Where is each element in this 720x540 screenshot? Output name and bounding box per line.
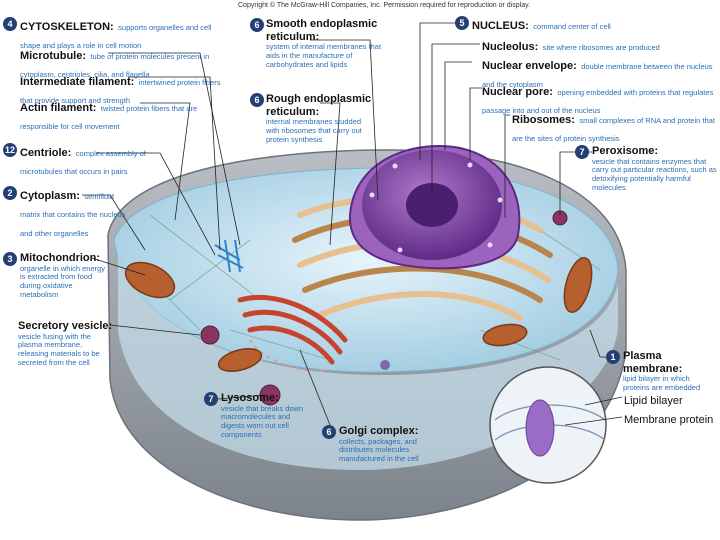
lysosome-organelle [259,384,281,406]
label-centriole-title: Centriole: [20,147,72,159]
label-mitochondrion: Mitochondrion: organelle in which energy… [20,252,110,299]
membrane-protein-graphic [525,399,555,457]
badge-smooth-er: 6 [250,18,264,32]
badge-golgi: 6 [322,425,336,439]
label-membrane-protein-title: Membrane protein [624,414,714,426]
label-microtubule-desc: tube of protein molecules present in cyt… [20,52,210,80]
badge-lysosome: 7 [204,392,218,406]
mitochondria [124,257,593,372]
label-microtubule-title: Microtubule: [20,50,86,62]
badge-mitochondrion: 3 [3,252,17,266]
label-lysosome-desc: vesicle that breaks down macromolecules … [221,403,304,439]
label-lipid-bilayer-title: Lipid bilayer [624,395,683,407]
label-microtubule: Microtubule: tube of protein molecules p… [20,46,220,83]
badge-centriole: 12 [3,143,17,157]
secretory-vesicle [200,325,220,345]
copyright-notice: Copyright © The McGraw-Hill Companies, I… [238,2,531,9]
label-cytoplasm-desc: semifluid matrix that contains the nucle… [20,192,126,238]
label-plasma-membrane-title: Plasma membrane: [623,350,683,375]
label-golgi-title: Golgi complex: [339,425,419,437]
label-rough-er-title: Rough endoplasmic reticulum: [266,93,372,118]
label-smooth-er-desc: system of internal membranes that aids i… [266,42,382,69]
label-nucleolus-desc: site where ribosomes are produced [542,43,660,52]
label-actin-filament-desc: twisted protein fibers that are responsi… [20,104,198,132]
badge-rough-er: 6 [250,93,264,107]
label-nucleolus-title: Nucleolus: [482,41,539,53]
label-membrane-protein: Membrane protein [624,410,716,428]
label-secretory-vesicle-title: Secretory vesicle: [18,320,113,332]
label-lysosome-title: Lysosome: [221,392,279,404]
label-intermediate-filament-title: Intermediate filament: [20,76,135,88]
label-nucleolus: Nucleolus: site where ribosomes are prod… [482,37,717,55]
label-rough-er-desc: internal membranes studded with ribosome… [266,117,362,144]
label-mitochondrion-title: Mitochondrion: [20,252,101,264]
label-ribosomes: Ribosomes: small complexes of RNA and pr… [512,110,717,147]
label-nucleus-title: NUCLEUS: [472,20,529,32]
label-nucleus-desc: command center of cell [533,22,611,31]
label-smooth-er-title: Smooth endoplasmic reticulum: [266,18,378,43]
golgi-complex [237,294,348,365]
label-cytoskeleton: CYTOSKELETON: supports organelles and ce… [20,17,220,54]
label-nuclear-pore: Nuclear pore: opening embedded with prot… [482,82,717,119]
label-peroxisome: Peroxisome: vesicle that contains enzyme… [592,145,717,192]
golgi-vesicles [249,339,331,372]
label-rough-er: Rough endoplasmic reticulum: internal me… [266,93,376,144]
badge-nucleus: 5 [455,16,469,30]
label-nuclear-pore-desc: opening embedded with proteins that regu… [482,88,714,116]
label-ribosomes-title: Ribosomes: [512,114,575,126]
label-peroxisome-desc: vesicle that contains enzymes that carry… [592,156,717,192]
label-cytoplasm: Cytoplasm: semifluid matrix that contain… [20,186,135,241]
label-ribosomes-desc: small complexes of RNA and protein that … [512,116,715,144]
label-nuclear-envelope: Nuclear envelope: double membrane betwee… [482,56,717,93]
badge-cytoskeleton: 4 [3,17,17,31]
label-cytoskeleton-title: CYTOSKELETON: [20,21,114,33]
label-golgi: Golgi complex: collects, packages, and d… [339,425,444,464]
label-mitochondrion-desc: organelle in which energy is extracted f… [20,263,106,299]
label-nuclear-pore-title: Nuclear pore: [482,86,553,98]
label-actin-filament-title: Actin filament: [20,102,97,114]
label-nuclear-envelope-desc: double membrane between the nucleus and … [482,62,713,90]
vesicle [380,360,390,370]
label-cytoskeleton-desc: supports organelles and cell shape and p… [20,23,212,51]
label-nuclear-envelope-title: Nuclear envelope: [482,60,577,72]
label-secretory-vesicle-desc: vesicle fusing with the plasma membrane,… [18,331,100,367]
label-golgi-desc: collects, packages, and distributes mole… [339,436,419,463]
centriole [214,239,244,273]
label-lipid-bilayer: Lipid bilayer [624,391,716,409]
label-intermediate-filament: Intermediate filament: intertwined prote… [20,72,230,109]
label-nucleus: NUCLEUS: command center of cell [472,16,712,34]
label-peroxisome-title: Peroxisome: [592,145,659,157]
label-secretory-vesicle: Secretory vesicle: vesicle fusing with t… [18,320,113,367]
label-plasma-membrane: Plasma membrane: lipid bilayer in which … [623,350,718,393]
label-cytoplasm-title: Cytoplasm: [20,190,80,202]
badge-plasma-membrane: 1 [606,350,620,364]
label-centriole: Centriole: complex assembly of microtubu… [20,143,170,180]
label-smooth-er: Smooth endoplasmic reticulum: system of … [266,18,384,69]
label-centriole-desc: complex assembly of microtubules that oc… [20,149,146,177]
badge-peroxisome: 7 [575,145,589,159]
nuclear-pores [369,162,503,253]
nucleolus [406,183,458,227]
label-actin-filament: Actin filament: twisted protein fibers t… [20,98,220,135]
label-intermediate-filament-desc: intertwined protein fibers that provide … [20,78,221,106]
label-lysosome: Lysosome: vesicle that breaks down macro… [221,392,316,439]
label-plasma-membrane-desc: lipid bilayer in which proteins are embe… [623,374,701,392]
badge-cytoplasm: 2 [3,186,17,200]
leader-lines [82,22,623,431]
